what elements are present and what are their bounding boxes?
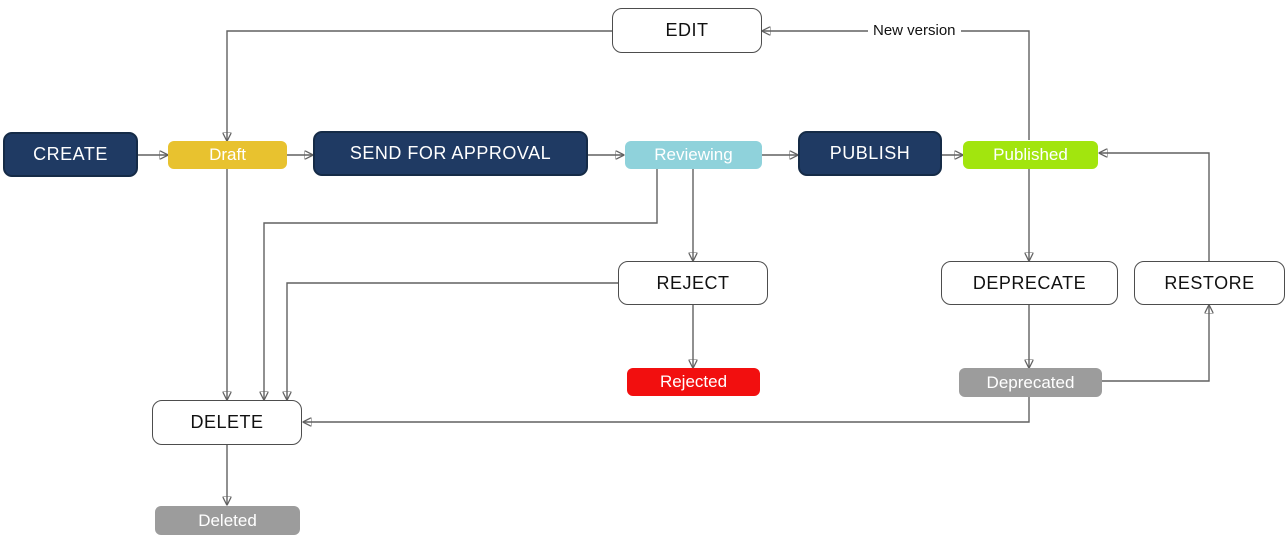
edge-deprecated-restore xyxy=(1102,306,1209,382)
node-published: Published xyxy=(963,141,1098,169)
node-deprecated: Deprecated xyxy=(959,368,1102,397)
edge-reviewing-delete xyxy=(264,169,658,399)
node-deleted: Deleted xyxy=(155,506,300,535)
edge-published-edit-newversion xyxy=(763,31,1030,140)
edge-restore-published xyxy=(1100,153,1210,261)
edge-deprecated-delete xyxy=(304,397,1030,422)
edge-label-new-version: New version xyxy=(868,21,961,41)
node-rejected: Rejected xyxy=(627,368,760,396)
node-delete: DELETE xyxy=(152,400,302,445)
node-send-for-approval: SEND FOR APPROVAL xyxy=(313,131,588,176)
node-create: CREATE xyxy=(3,132,138,177)
node-edit: EDIT xyxy=(612,8,762,53)
edge-reject-delete xyxy=(287,282,618,399)
node-deprecate: DEPRECATE xyxy=(941,261,1118,305)
node-reviewing: Reviewing xyxy=(625,141,762,169)
node-reject: REJECT xyxy=(618,261,768,305)
node-restore: RESTORE xyxy=(1134,261,1285,305)
node-draft: Draft xyxy=(168,141,287,169)
edge-edit-draft xyxy=(227,30,612,140)
node-publish: PUBLISH xyxy=(798,131,942,176)
